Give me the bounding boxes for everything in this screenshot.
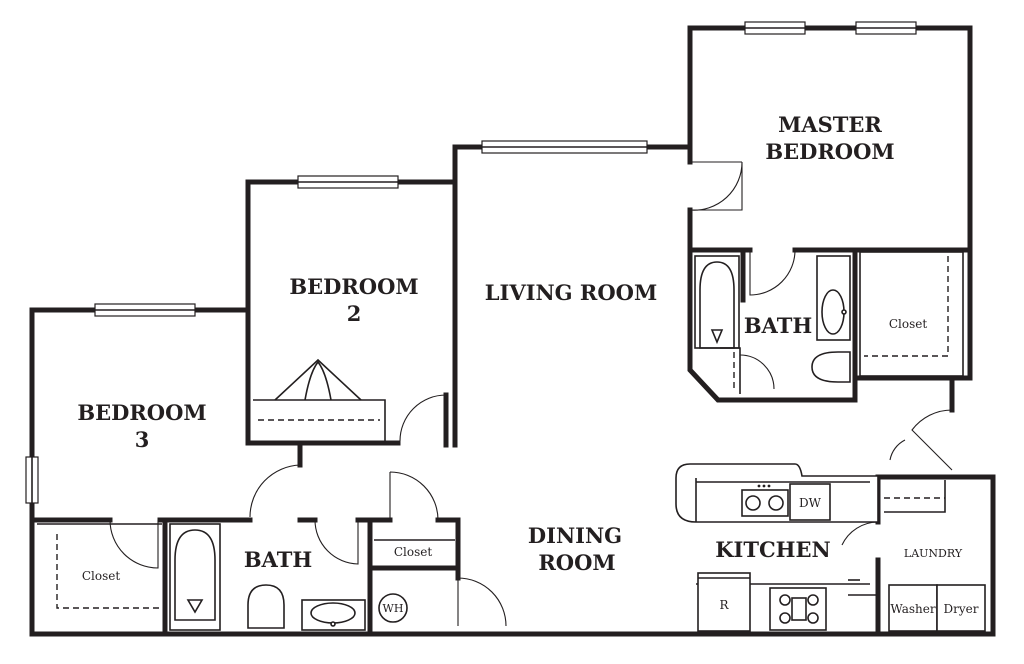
master-closet-label: Closet — [889, 317, 928, 331]
dryer-label: Dryer — [944, 602, 979, 616]
water-heater-icon — [378, 593, 408, 623]
door-pantry — [889, 439, 906, 461]
hall-bath-label: BATH — [244, 547, 312, 572]
door-wh-closet — [457, 577, 507, 627]
master-bath-fixtures — [694, 255, 851, 394]
window-master-left — [744, 21, 806, 35]
window-living — [481, 140, 648, 154]
dishwasher — [789, 483, 831, 521]
door-hall-bath-top — [249, 464, 301, 518]
master-bedroom-label-2: BEDROOM — [765, 139, 894, 164]
door-laundry — [841, 521, 879, 546]
hall-closet-label: Closet — [394, 545, 433, 559]
door-master-bath — [749, 249, 796, 296]
door-master-wc — [739, 354, 775, 390]
fixture-labels: Closet Closet Closet WH DW R Washer Drye… — [82, 317, 979, 616]
tub-hall — [169, 523, 221, 631]
door-bedroom-3 — [109, 519, 159, 569]
bedroom-2-closet — [253, 358, 386, 443]
washer — [888, 584, 938, 632]
dining-room-label-1: DINING — [528, 523, 622, 548]
master-closet — [859, 251, 964, 377]
door-master — [689, 161, 743, 211]
interior-walls — [29, 144, 973, 637]
refrigerator-label: R — [719, 598, 729, 612]
bedroom-2-label-1: BEDROOM — [289, 274, 418, 299]
laundry-label: LAUNDRY — [904, 547, 963, 560]
door-hall-closet — [389, 471, 439, 521]
water-heater-label: WH — [383, 602, 404, 615]
bedroom-3-label-2: 3 — [135, 427, 150, 452]
washer-label: Washer — [890, 602, 935, 616]
toilet-master — [811, 351, 851, 383]
bedroom-3-closet-label: Closet — [82, 569, 121, 583]
toilet-hall — [247, 584, 285, 629]
master-bedroom-label-1: MASTER — [778, 112, 882, 137]
bedroom-3-label-1: BEDROOM — [77, 400, 206, 425]
window-bedroom-3-side — [25, 456, 39, 504]
window-bedroom-2 — [297, 175, 399, 189]
window-bedroom-3 — [94, 303, 196, 317]
door-hall-bath — [314, 519, 359, 565]
bedroom-3-closet — [37, 523, 162, 609]
room-labels: MASTER BEDROOM BEDROOM 2 BEDROOM 3 LIVIN… — [77, 112, 962, 575]
master-bath-label: BATH — [744, 313, 812, 338]
sink-master — [821, 289, 845, 335]
windows — [25, 21, 917, 504]
refrigerator — [697, 572, 751, 632]
sink-hall — [310, 602, 356, 624]
kitchen-label: KITCHEN — [715, 537, 830, 562]
door-bedroom-2 — [399, 394, 447, 443]
living-room-label: LIVING ROOM — [485, 280, 657, 305]
laundry-fixtures — [884, 480, 986, 632]
master-wc-partition — [720, 347, 741, 394]
hall-bath-fixtures — [169, 523, 366, 631]
bedroom-2-label-2: 2 — [347, 301, 362, 326]
dining-room-label-2: ROOM — [538, 550, 615, 575]
tub-master — [694, 255, 740, 349]
dryer — [936, 584, 986, 632]
door-entry — [911, 409, 953, 471]
window-master-right — [855, 21, 917, 35]
kitchen-fixtures — [675, 463, 879, 632]
dishwasher-label: DW — [799, 496, 822, 510]
